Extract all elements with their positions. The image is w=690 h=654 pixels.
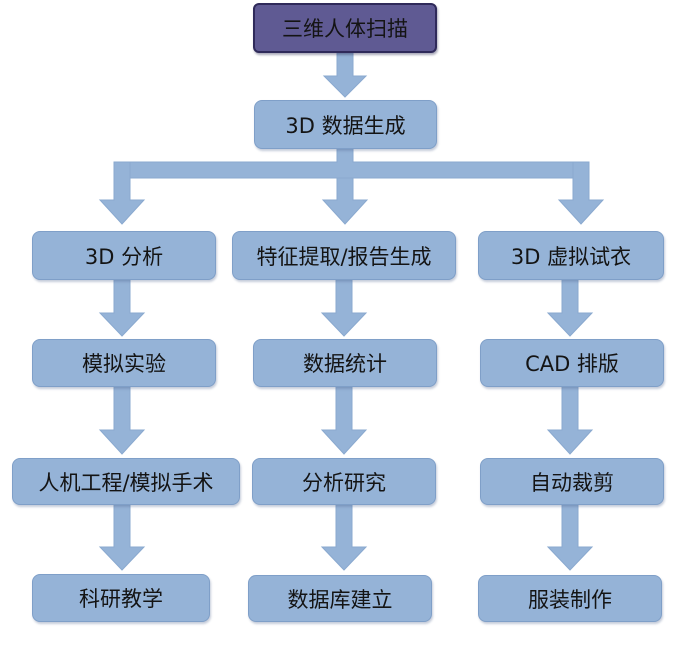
node-c2-step2: 分析研究: [252, 458, 436, 505]
arrow-c2-s1: [320, 279, 368, 337]
node-c2-step1: 数据统计: [253, 339, 437, 387]
node-branch-features: 特征提取/报告生成: [232, 231, 456, 280]
node-c2-step3: 数据库建立: [248, 575, 432, 622]
arrow-c3-s3: [546, 504, 594, 571]
arrow-to-branch-2: [321, 177, 369, 225]
node-3d-data: 3D 数据生成: [254, 100, 437, 149]
node-c1-step2: 人机工程/模拟手术: [12, 458, 240, 505]
node-branch-analysis: 3D 分析: [32, 231, 216, 280]
arrow-c1-s1: [98, 279, 146, 337]
arrow-c2-s2: [320, 386, 368, 455]
arrow-c1-s2: [98, 386, 146, 455]
node-c3-step1: CAD 排版: [480, 339, 664, 387]
node-c3-step2: 自动裁剪: [480, 458, 664, 505]
node-branch-fitting: 3D 虚拟试衣: [478, 231, 664, 280]
node-root: 三维人体扫描: [253, 3, 437, 53]
arrow-root-to-data: [322, 52, 368, 98]
arrow-c1-s3: [98, 504, 146, 571]
node-c1-step1: 模拟实验: [32, 339, 216, 387]
node-c1-step3: 科研教学: [32, 574, 210, 622]
arrow-c2-s3: [320, 504, 368, 571]
node-c3-step3: 服装制作: [478, 575, 662, 622]
arrow-to-branch-3: [557, 161, 605, 225]
arrow-c3-s1: [546, 279, 594, 337]
arrow-data-trunk: [129, 148, 590, 179]
arrow-c3-s2: [546, 386, 594, 455]
arrow-to-branch-1: [98, 161, 146, 225]
